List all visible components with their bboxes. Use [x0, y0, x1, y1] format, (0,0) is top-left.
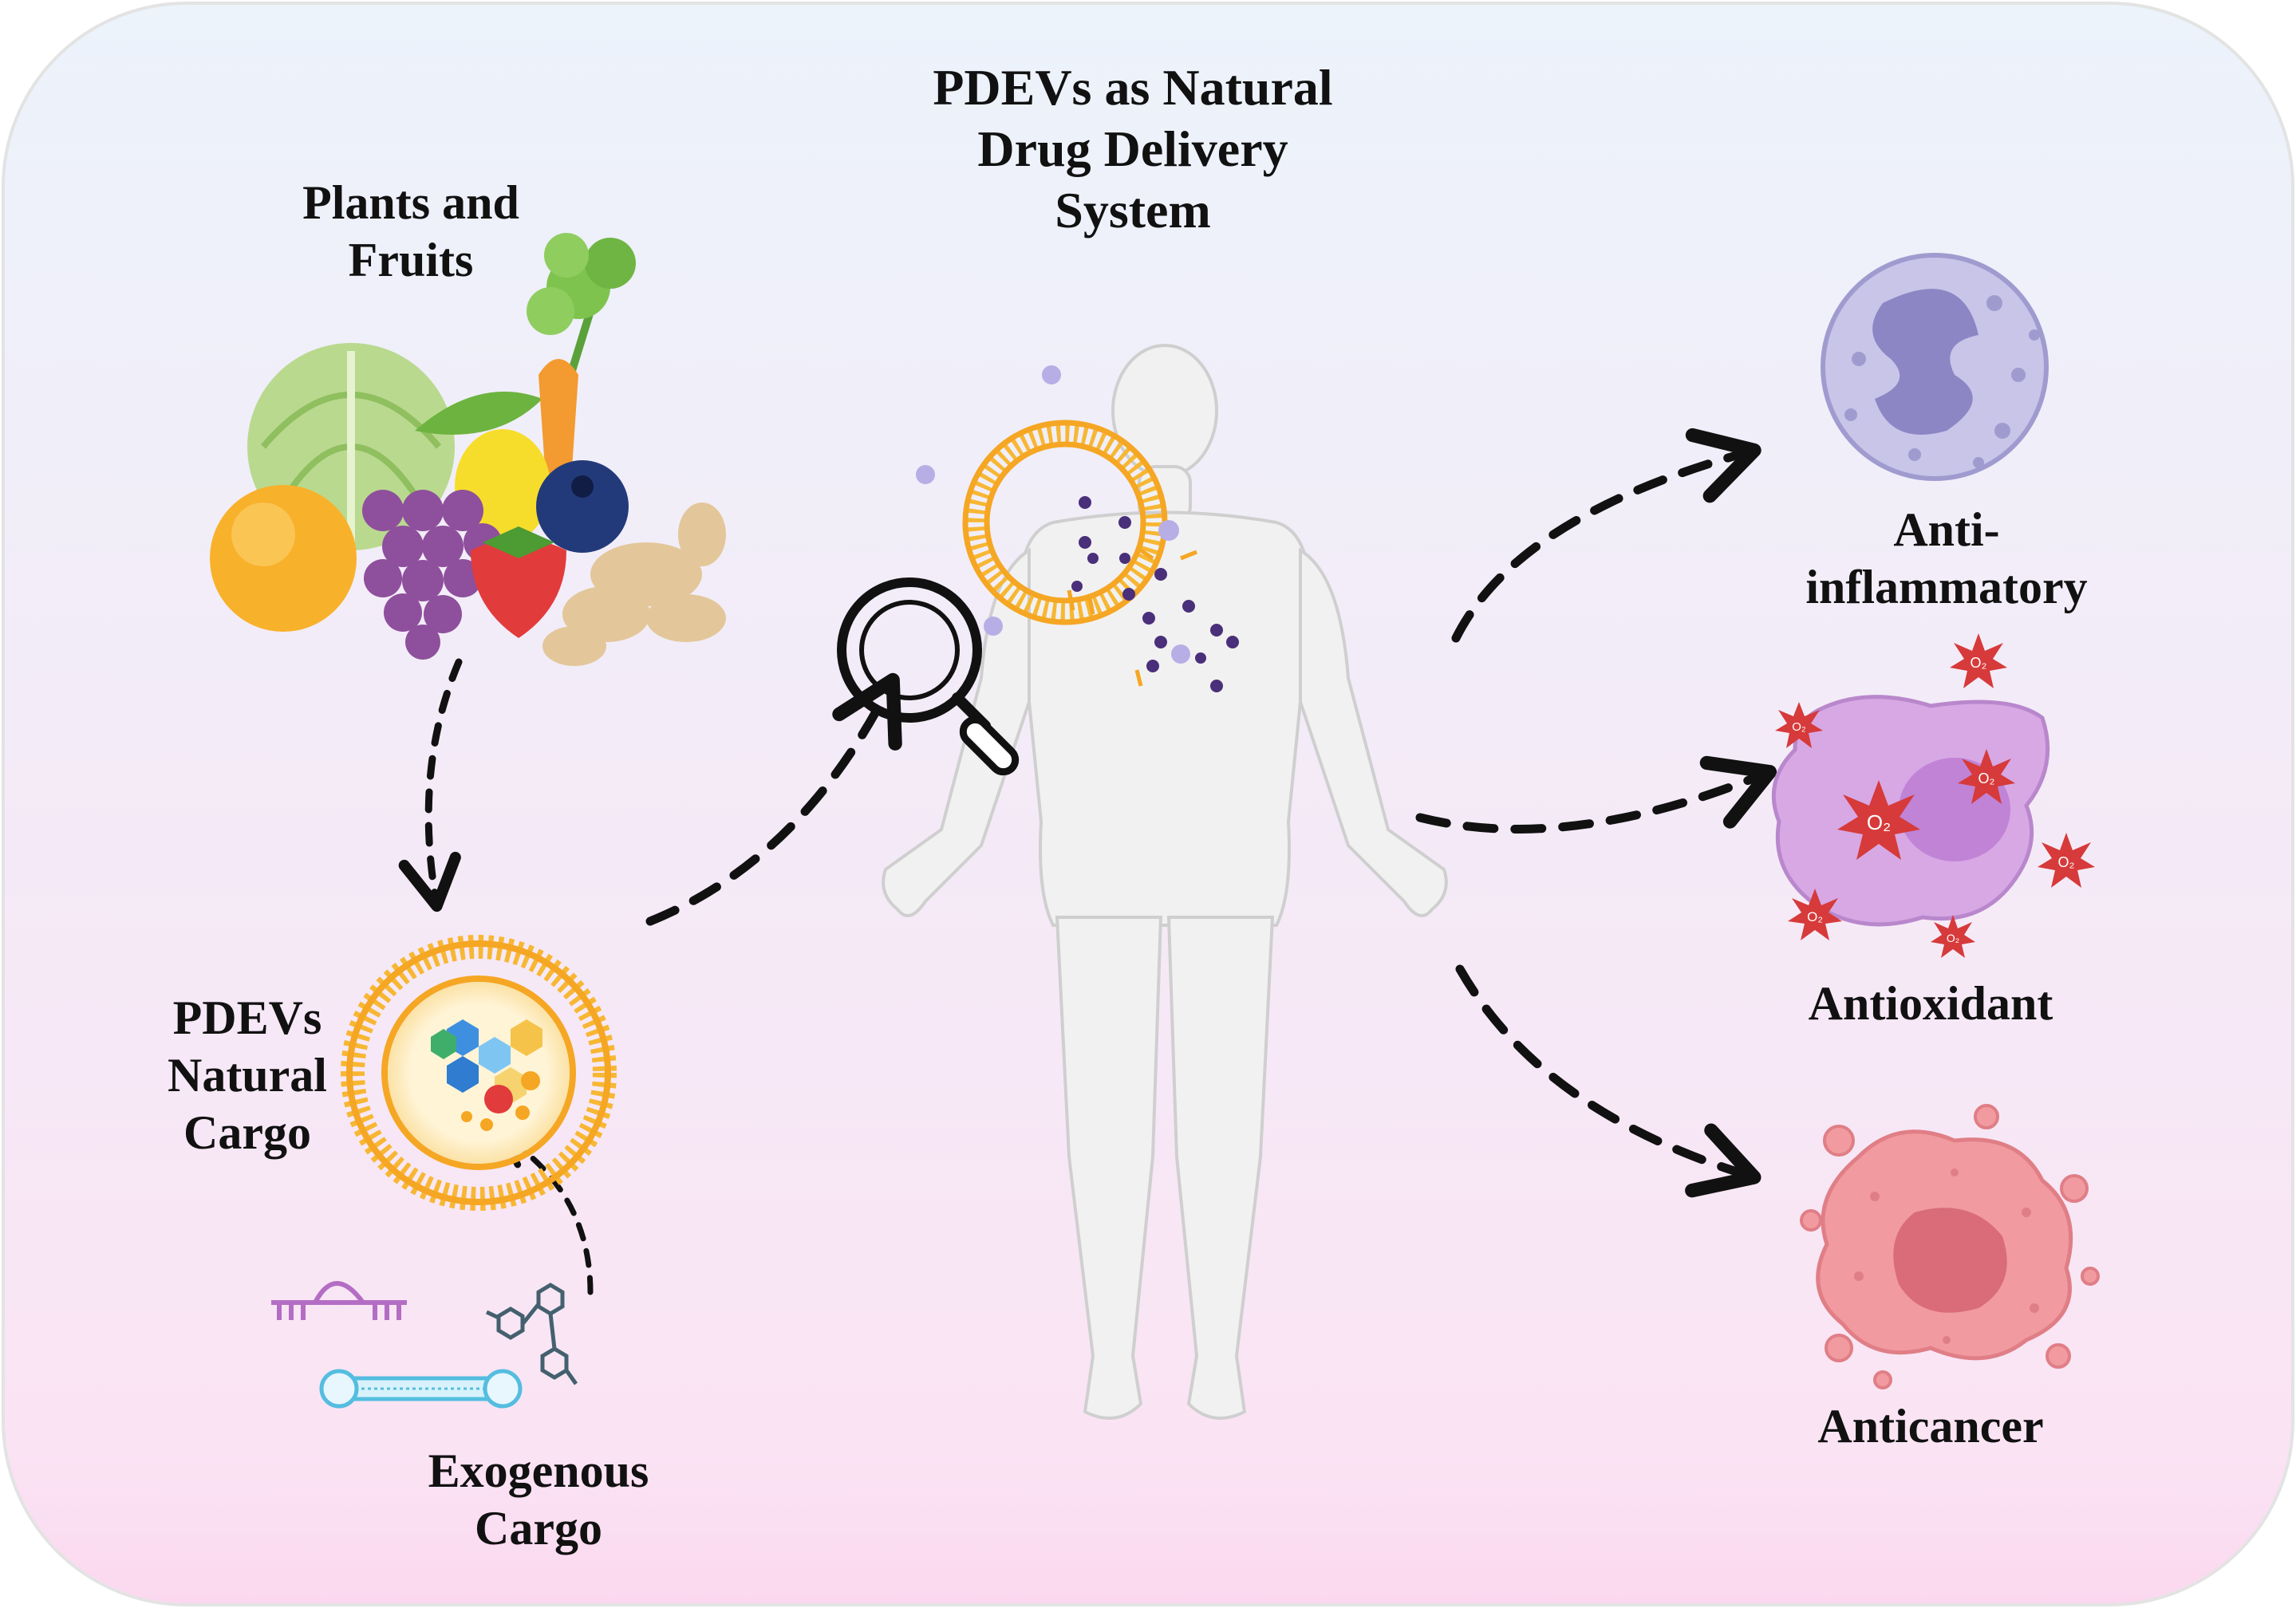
exogenous-cargo-illustration: [271, 1281, 578, 1409]
arrow-plants-to-pdevs: [398, 658, 463, 912]
leaf-icon: [415, 392, 542, 435]
ros-label: O₂: [1792, 720, 1806, 734]
plants-label-line-1: Plants and: [302, 176, 519, 229]
dna-hairpin-icon: [319, 1369, 523, 1409]
natural-cargo-molecules-icon: [431, 1019, 542, 1131]
natural-cargo-line-2: Natural: [168, 1049, 327, 1102]
plants-fruits-label: Plants and Fruits: [263, 174, 558, 289]
carrot-icon: [527, 233, 636, 526]
anti-inflammatory-label: Anti- inflammatory: [1771, 501, 2122, 616]
magnifier-icon: [837, 577, 1020, 776]
ros-label: O₂: [1947, 932, 1959, 944]
natural-cargo-line-1: PDEVs: [172, 991, 322, 1044]
antioxidant-label: Antioxidant: [1808, 977, 2053, 1030]
ginger-icon: [542, 503, 726, 666]
cancer-cell-icon: [1800, 1104, 2100, 1389]
anti-inflammatory-line-1: Anti-: [1893, 503, 2000, 556]
title-line-3: System: [1055, 181, 1211, 238]
pdevs-natural-cargo-label: PDEVs Natural Cargo: [136, 989, 359, 1161]
ros-label: O₂: [1867, 810, 1891, 834]
anti-inflammatory-line-2: inflammatory: [1805, 561, 2088, 613]
strawberry-icon: [471, 526, 566, 638]
body-right-arm: [1299, 547, 1448, 917]
diagram-title: PDEVs as Natural Drug Delivery System: [862, 57, 1404, 241]
ros-label: O₂: [1978, 771, 1995, 786]
plants-label-line-2: Fruits: [348, 234, 474, 286]
human-body-illustration: [882, 344, 1448, 1420]
ros-burst-icons: O₂ O₂ O₂ O₂ O₂ O₂ O₂: [1775, 633, 2095, 958]
exogenous-line-2: Cargo: [475, 1502, 602, 1555]
arrow-to-anticancer: [1455, 964, 1761, 1198]
pdev-vesicle-icon: [341, 935, 617, 1211]
blueberry-icon: [536, 460, 629, 553]
orange-fruit-icon: [210, 485, 357, 632]
rna-icon: [271, 1281, 407, 1320]
title-line-2: Drug Delivery: [977, 120, 1288, 177]
arrow-exogenous-to-pdevs: [500, 1133, 594, 1295]
arrow-to-anti-inflammatory: [1451, 428, 1761, 643]
small-molecule-icon: [485, 1283, 578, 1385]
body-right-leg: [1166, 916, 1275, 1420]
exogenous-cargo-label: Exogenous Cargo: [391, 1442, 686, 1557]
title-line-1: PDEVs as Natural: [933, 59, 1333, 116]
anticancer-label: Anticancer: [1817, 1400, 2044, 1452]
plants-fruits-illustration: [210, 233, 726, 666]
ros-label: O₂: [1807, 909, 1823, 924]
ros-label: O₂: [1971, 655, 1987, 671]
released-cargo-particles: [916, 365, 1239, 692]
arrow-pdevs-to-body: [645, 672, 902, 926]
body-left-leg: [1055, 916, 1163, 1420]
arrow-to-antioxidant: [1415, 755, 1777, 834]
natural-cargo-line-3: Cargo: [183, 1106, 311, 1159]
ros-label: O₂: [2058, 854, 2075, 870]
exogenous-line-1: Exogenous: [428, 1444, 649, 1497]
neutrophil-cell-icon: [1821, 253, 2049, 481]
